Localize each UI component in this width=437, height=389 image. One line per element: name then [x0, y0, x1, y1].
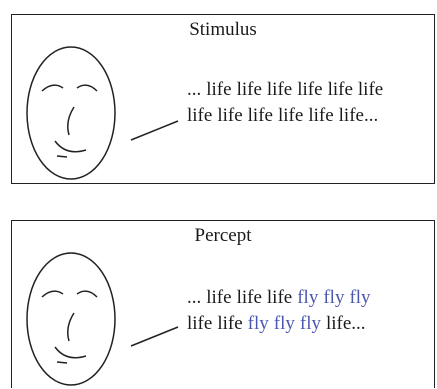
highlighted-word: fly	[297, 287, 319, 308]
highlighted-word: fly	[273, 313, 295, 334]
word: life	[357, 79, 384, 100]
word: ...	[187, 79, 202, 100]
highlighted-word: fly	[323, 287, 345, 308]
left-eyebrow	[41, 290, 64, 298]
mouth	[54, 346, 87, 359]
word: life	[217, 105, 243, 126]
chin-mark	[56, 361, 68, 364]
panel-title: Percept	[194, 225, 252, 246]
word: life...	[338, 105, 379, 126]
word: life	[247, 105, 273, 126]
word: life	[206, 287, 232, 308]
mouth	[54, 140, 87, 153]
highlighted-word: fly	[349, 287, 371, 308]
word: life	[277, 105, 304, 126]
word: life	[217, 313, 243, 334]
word: life	[297, 79, 323, 100]
speech-line	[130, 120, 179, 141]
word: life	[206, 79, 232, 100]
word: life	[187, 105, 213, 126]
face-icon	[26, 252, 179, 386]
head-outline	[26, 46, 116, 180]
word: ...	[187, 287, 202, 308]
chin-mark	[56, 155, 68, 158]
word: life...	[325, 313, 366, 334]
word: life	[236, 79, 262, 100]
word: life	[266, 287, 293, 308]
head-outline	[26, 252, 116, 386]
word: life	[187, 313, 213, 334]
right-eyebrow	[76, 290, 98, 298]
nose	[67, 106, 75, 136]
highlighted-word: fly	[299, 313, 321, 334]
speech-line	[130, 326, 179, 347]
face-icon	[26, 46, 179, 180]
panel-title: Stimulus	[189, 19, 257, 40]
word: life	[308, 105, 334, 126]
word: life	[266, 79, 293, 100]
right-eyebrow	[76, 84, 98, 92]
word: life	[327, 79, 353, 100]
highlighted-word: fly	[247, 313, 269, 334]
word: life	[236, 287, 262, 308]
nose	[67, 312, 75, 342]
left-eyebrow	[41, 84, 64, 92]
